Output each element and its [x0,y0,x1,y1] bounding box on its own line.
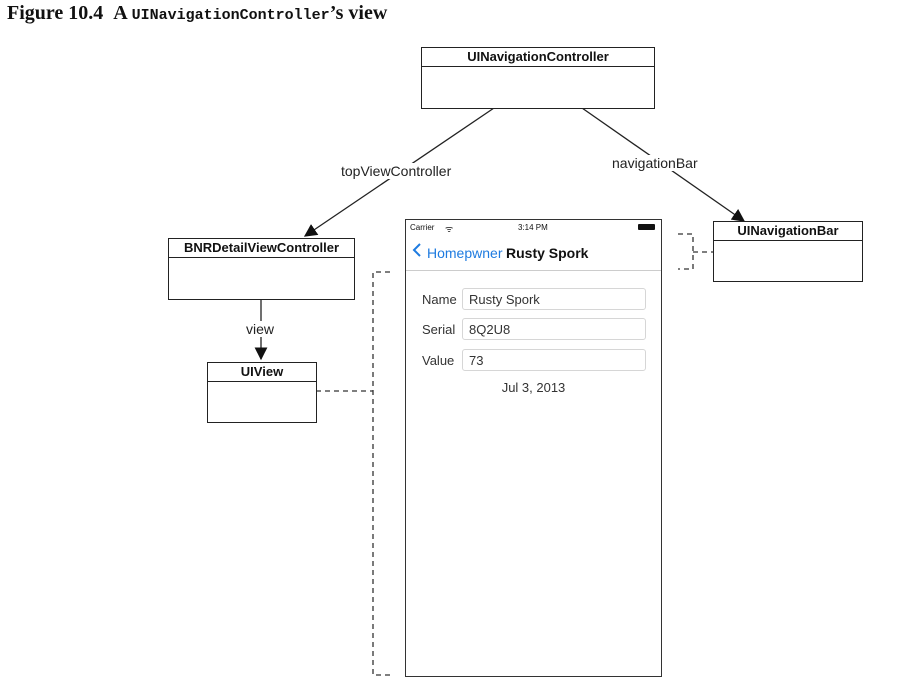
back-button[interactable]: Homepwner [427,245,503,261]
status-bar: Carrier ᯤ 3:14 PM [406,220,661,236]
name-label: Name [422,292,457,307]
value-label: Value [422,353,455,368]
nav-title: Rusty Spork [506,245,589,261]
uinavigationcontroller-box: UINavigationController [421,47,655,109]
figure-title-prefix: A [113,2,132,24]
serial-field[interactable]: 8Q2U8 [462,318,646,340]
serial-label: Serial [422,322,456,337]
navigation-bar: Homepwner Rusty Spork [406,237,661,271]
dashed-navbar-bracket [678,233,713,270]
figure-number: Figure 10.4 [7,2,104,24]
carrier-label: Carrier [410,223,435,232]
navigation-bar-label: navigationBar [612,155,698,171]
date-label: Jul 3, 2013 [501,380,566,395]
top-view-controller-label: topViewController [341,163,452,179]
chevron-left-icon[interactable] [412,243,422,257]
uinavigationbar-label: UINavigationBar [714,222,862,241]
name-field[interactable]: Rusty Spork [462,288,646,310]
figure-title-suffix: ’s view [329,2,388,24]
value-field[interactable]: 73 [462,349,646,371]
bnrdetailviewcontroller-label: BNRDetailViewController [169,239,354,258]
uinavigationcontroller-label: UINavigationController [422,48,654,67]
figure-title-code: UINavigationController [131,7,330,24]
wifi-icon: ᯤ [445,224,454,234]
phone-screen: Carrier ᯤ 3:14 PM Homepwner Rusty Spork … [405,219,662,677]
uiview-box: UIView [207,362,317,423]
dashed-view-bracket [316,271,390,676]
status-time: 3:14 PM [518,223,548,232]
uiview-label: UIView [208,363,316,382]
battery-icon [638,224,655,230]
view-label: view [244,321,277,337]
bnrdetailviewcontroller-box: BNRDetailViewController [168,238,355,300]
figure-title: Figure 10.4 A UINavigationController’s v… [7,2,387,25]
uinavigationbar-box: UINavigationBar [713,221,863,282]
